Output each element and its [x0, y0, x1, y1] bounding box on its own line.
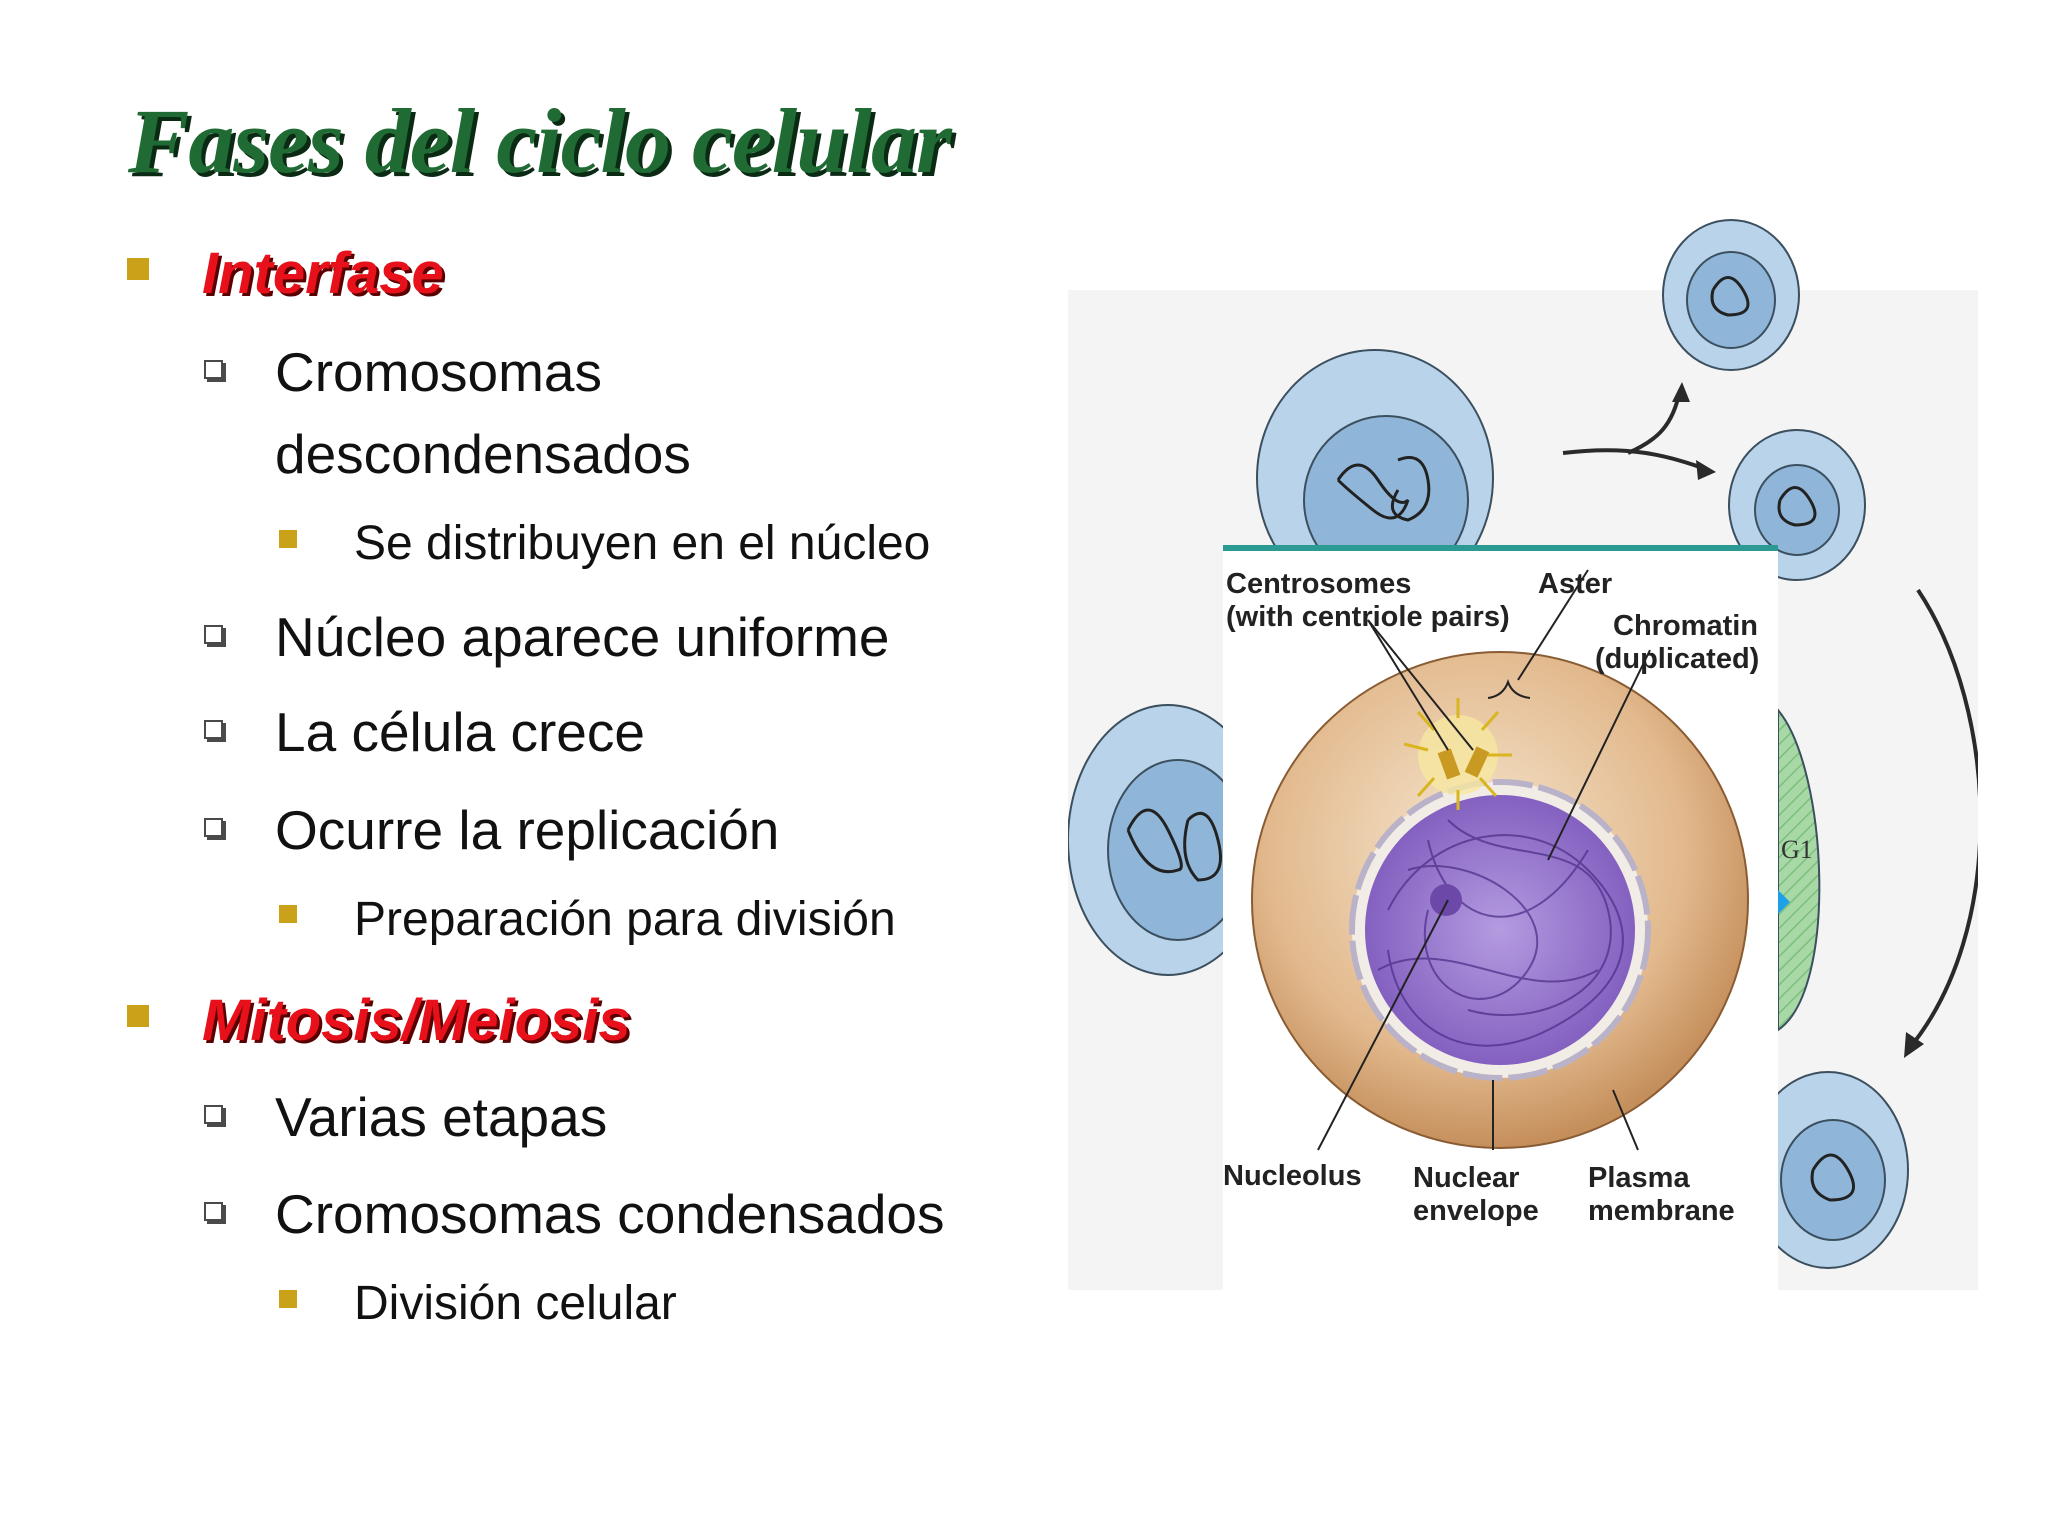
g1-label: G1	[1781, 835, 1813, 864]
outline-subitem: Preparación para división	[354, 893, 896, 946]
bullet-box-icon	[204, 1105, 223, 1124]
label-nucleolus: Nucleolus	[1223, 1160, 1362, 1192]
cell-left	[1068, 704, 1269, 976]
g1-phase-segment	[1777, 707, 1821, 1032]
bullet-box-icon	[204, 818, 223, 837]
outline-subitem: Se distribuyen en el núcleo	[354, 517, 931, 570]
bullet-square-icon	[127, 1005, 149, 1027]
label-membrane: membrane	[1588, 1195, 1735, 1227]
section-heading-mitosis: Mitosis/Meiosis	[202, 988, 631, 1053]
label-aster: Aster	[1538, 568, 1612, 600]
cell-cycle-figure: G1	[1068, 210, 1978, 1290]
outline-item-continued: descondensados	[275, 423, 691, 485]
section-heading-interfase: Interfase	[202, 241, 444, 306]
leader-lines	[1317, 569, 1651, 1151]
teal-bar	[1223, 545, 1778, 551]
cell-top-large	[1256, 349, 1494, 607]
arrowheads	[1672, 382, 1924, 1058]
slide-title: Fases del ciclo celular	[128, 90, 952, 192]
label-plasma: Plasma	[1588, 1162, 1690, 1194]
bullet-square-icon	[279, 1290, 297, 1308]
outline-item: Ocurre la replicación	[275, 799, 780, 861]
outline: Interfase Cromosomas descondensados Se d…	[0, 0, 1060, 1400]
outline-item: Varias etapas	[275, 1086, 608, 1148]
label-chromatin: Chromatin	[1613, 610, 1758, 642]
bullet-square-icon	[279, 905, 297, 923]
label-centrosomes: Centrosomes	[1226, 568, 1411, 600]
cell-right-small	[1728, 429, 1866, 581]
bullet-box-icon	[204, 360, 223, 379]
bullet-box-icon	[204, 720, 223, 739]
cell-top-small	[1662, 219, 1800, 371]
outline-item: Núcleo aparece uniforme	[275, 606, 890, 668]
bullet-square-icon	[279, 530, 297, 548]
cell-diagram: G1	[1068, 219, 1978, 1290]
detailed-cell	[1251, 651, 1749, 1149]
label-centrosomes-sub: (with centriole pairs)	[1226, 601, 1510, 633]
outline-item: Cromosomas	[275, 341, 603, 403]
nucleolus-dot	[1430, 884, 1462, 916]
outline-item: Cromosomas condensados	[275, 1183, 945, 1245]
cell-bottom-right	[1747, 1071, 1909, 1269]
label-chromatin-sub: (duplicated)	[1595, 643, 1759, 675]
label-nuclear: Nuclear	[1413, 1162, 1519, 1194]
outline-subitem: División celular	[354, 1277, 677, 1330]
label-envelope: envelope	[1413, 1195, 1539, 1227]
bullet-square-icon	[127, 258, 149, 280]
bullet-box-icon	[204, 625, 223, 644]
outline-item: La célula crece	[275, 701, 645, 763]
bullet-box-icon	[204, 1202, 223, 1221]
